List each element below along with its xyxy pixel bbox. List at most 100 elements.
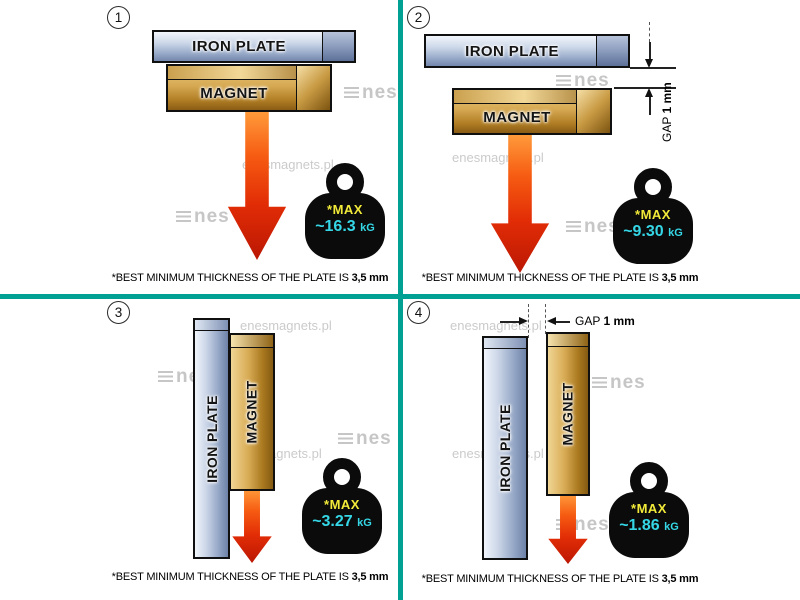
max-label: *MAX: [327, 202, 363, 217]
iron-plate: IRON PLATE: [152, 30, 356, 63]
gap-dimension-stem: [649, 42, 651, 60]
footnote: *BEST MINIMUM THICKNESS OF THE PLATE IS …: [80, 571, 420, 583]
magnet: MAGNET: [229, 333, 275, 491]
magnet-label: MAGNET: [244, 380, 260, 444]
enes-logo-text: nes: [356, 428, 392, 449]
footnote-text: *BEST MINIMUM THICKNESS OF THE PLATE IS: [111, 571, 349, 583]
kettlebell-icon: [305, 163, 385, 259]
gap-value: 1 mm: [603, 314, 635, 328]
gap-arrow-left-icon: [547, 317, 556, 325]
enes-logo-watermark: nes: [566, 216, 620, 238]
magnet-label: MAGNET: [483, 108, 551, 126]
pull-force-arrow: [232, 489, 272, 563]
gap-arrow-up-icon: [645, 88, 653, 97]
footnote-thickness: 3,5 mm: [661, 272, 699, 284]
force-unit: kG: [360, 222, 375, 234]
enes-logo-bars-icon: [556, 74, 571, 88]
footnote-text: *BEST MINIMUM THICKNESS OF THE PLATE IS: [111, 272, 349, 284]
force-number: ~16.3: [315, 218, 356, 235]
max-label: *MAX: [635, 207, 671, 222]
enes-logo-watermark: nes: [556, 70, 610, 92]
enes-logo-bars-icon: [592, 376, 607, 390]
force-number: ~1.86: [619, 517, 660, 534]
divider-horizontal: [0, 294, 800, 299]
max-label: *MAX: [631, 501, 667, 516]
footnote-thickness: 3,5 mm: [351, 571, 389, 583]
panel-1-number: 1: [107, 6, 130, 29]
iron-plate: IRON PLATE: [424, 34, 630, 68]
iron-plate-label: IRON PLATE: [497, 404, 513, 492]
gap-arrow-right-icon: [519, 317, 528, 325]
footnote-text: *BEST MINIMUM THICKNESS OF THE PLATE IS: [421, 272, 659, 284]
max-force-value: ~1.86 kG: [606, 517, 692, 535]
enes-logo-text: nes: [584, 216, 620, 237]
enes-logo-watermark: nes: [176, 206, 230, 228]
enes-logo-text: nes: [574, 70, 610, 91]
magnet-label: MAGNET: [560, 382, 576, 446]
magnet: MAGNET: [166, 64, 332, 112]
weight-kettlebell: *MAX ~1.86 kG: [606, 462, 692, 562]
gap-word: GAP: [660, 116, 674, 142]
max-force-value: ~3.27 kG: [299, 513, 385, 531]
footnote: *BEST MINIMUM THICKNESS OF THE PLATE IS …: [415, 573, 705, 585]
gap-dimension-label: GAP 1 mm: [575, 314, 635, 328]
force-number: ~3.27: [312, 513, 353, 530]
gap-dimension-dash-line: [649, 22, 650, 42]
gap-dimension-dash-line: [545, 304, 546, 334]
enes-logo-text: nes: [610, 372, 646, 393]
pull-force-arrow: [227, 112, 287, 260]
weight-kettlebell: *MAX ~9.30 kG: [610, 168, 696, 268]
magnet: MAGNET: [546, 332, 590, 496]
magnet-label: MAGNET: [200, 85, 268, 102]
gap-dimension-label: GAP 1 mm: [660, 82, 674, 142]
gap-value: 1 mm: [660, 82, 674, 114]
gap-dimension-stem: [649, 97, 651, 115]
footnote: *BEST MINIMUM THICKNESS OF THE PLATE IS …: [415, 272, 705, 284]
kettlebell-icon: [609, 462, 689, 558]
enes-logo-bars-icon: [158, 370, 173, 384]
enes-logo-watermark: nes: [344, 82, 398, 104]
gap-arrow-down-icon: [645, 59, 653, 68]
enes-logo-text: nes: [362, 82, 398, 103]
panel-4-number: 4: [407, 301, 430, 324]
enes-logo-bars-icon: [338, 432, 353, 446]
enes-logo-text: nes: [194, 206, 230, 227]
force-unit: kG: [664, 521, 679, 533]
force-unit: kG: [357, 517, 372, 529]
footnote-text: *BEST MINIMUM THICKNESS OF THE PLATE IS: [421, 573, 659, 585]
gap-extension-line: [556, 321, 570, 323]
gap-extension-line: [630, 67, 676, 69]
gap-extension-line: [500, 321, 520, 323]
magnet: MAGNET: [452, 88, 612, 135]
divider-vertical: [398, 0, 403, 600]
weight-kettlebell: *MAX ~16.3 kG: [302, 163, 388, 263]
max-force-value: ~16.3 kG: [302, 218, 388, 236]
enes-logo-bars-icon: [176, 210, 191, 224]
enes-logo-text: nes: [574, 514, 610, 535]
iron-plate-label: IRON PLATE: [192, 38, 286, 55]
iron-plate-label: IRON PLATE: [203, 394, 220, 483]
site-watermark: enesmagnets.pl: [240, 318, 332, 333]
footnote: *BEST MINIMUM THICKNESS OF THE PLATE IS …: [80, 272, 420, 284]
enes-logo-bars-icon: [344, 86, 359, 100]
enes-logo-bars-icon: [566, 220, 581, 234]
force-number: ~9.30: [623, 223, 664, 240]
gap-word: GAP: [575, 314, 601, 328]
panel-2-number: 2: [407, 6, 430, 29]
iron-plate: IRON PLATE: [193, 318, 230, 559]
gap-extension-line: [614, 87, 676, 89]
max-force-value: ~9.30 kG: [610, 223, 696, 241]
weight-kettlebell: *MAX ~3.27 kG: [299, 458, 385, 558]
enes-logo-watermark: nes: [592, 372, 646, 394]
enes-logo-watermark: nes: [338, 428, 392, 450]
footnote-thickness: 3,5 mm: [351, 272, 389, 284]
gap-dimension-dash-line: [528, 304, 529, 338]
iron-plate-label: IRON PLATE: [465, 42, 559, 60]
max-label: *MAX: [324, 497, 360, 512]
kettlebell-icon: [302, 458, 382, 554]
iron-plate: IRON PLATE: [482, 336, 528, 560]
kettlebell-icon: [613, 168, 693, 264]
force-unit: kG: [668, 227, 683, 239]
footnote-thickness: 3,5 mm: [661, 573, 699, 585]
